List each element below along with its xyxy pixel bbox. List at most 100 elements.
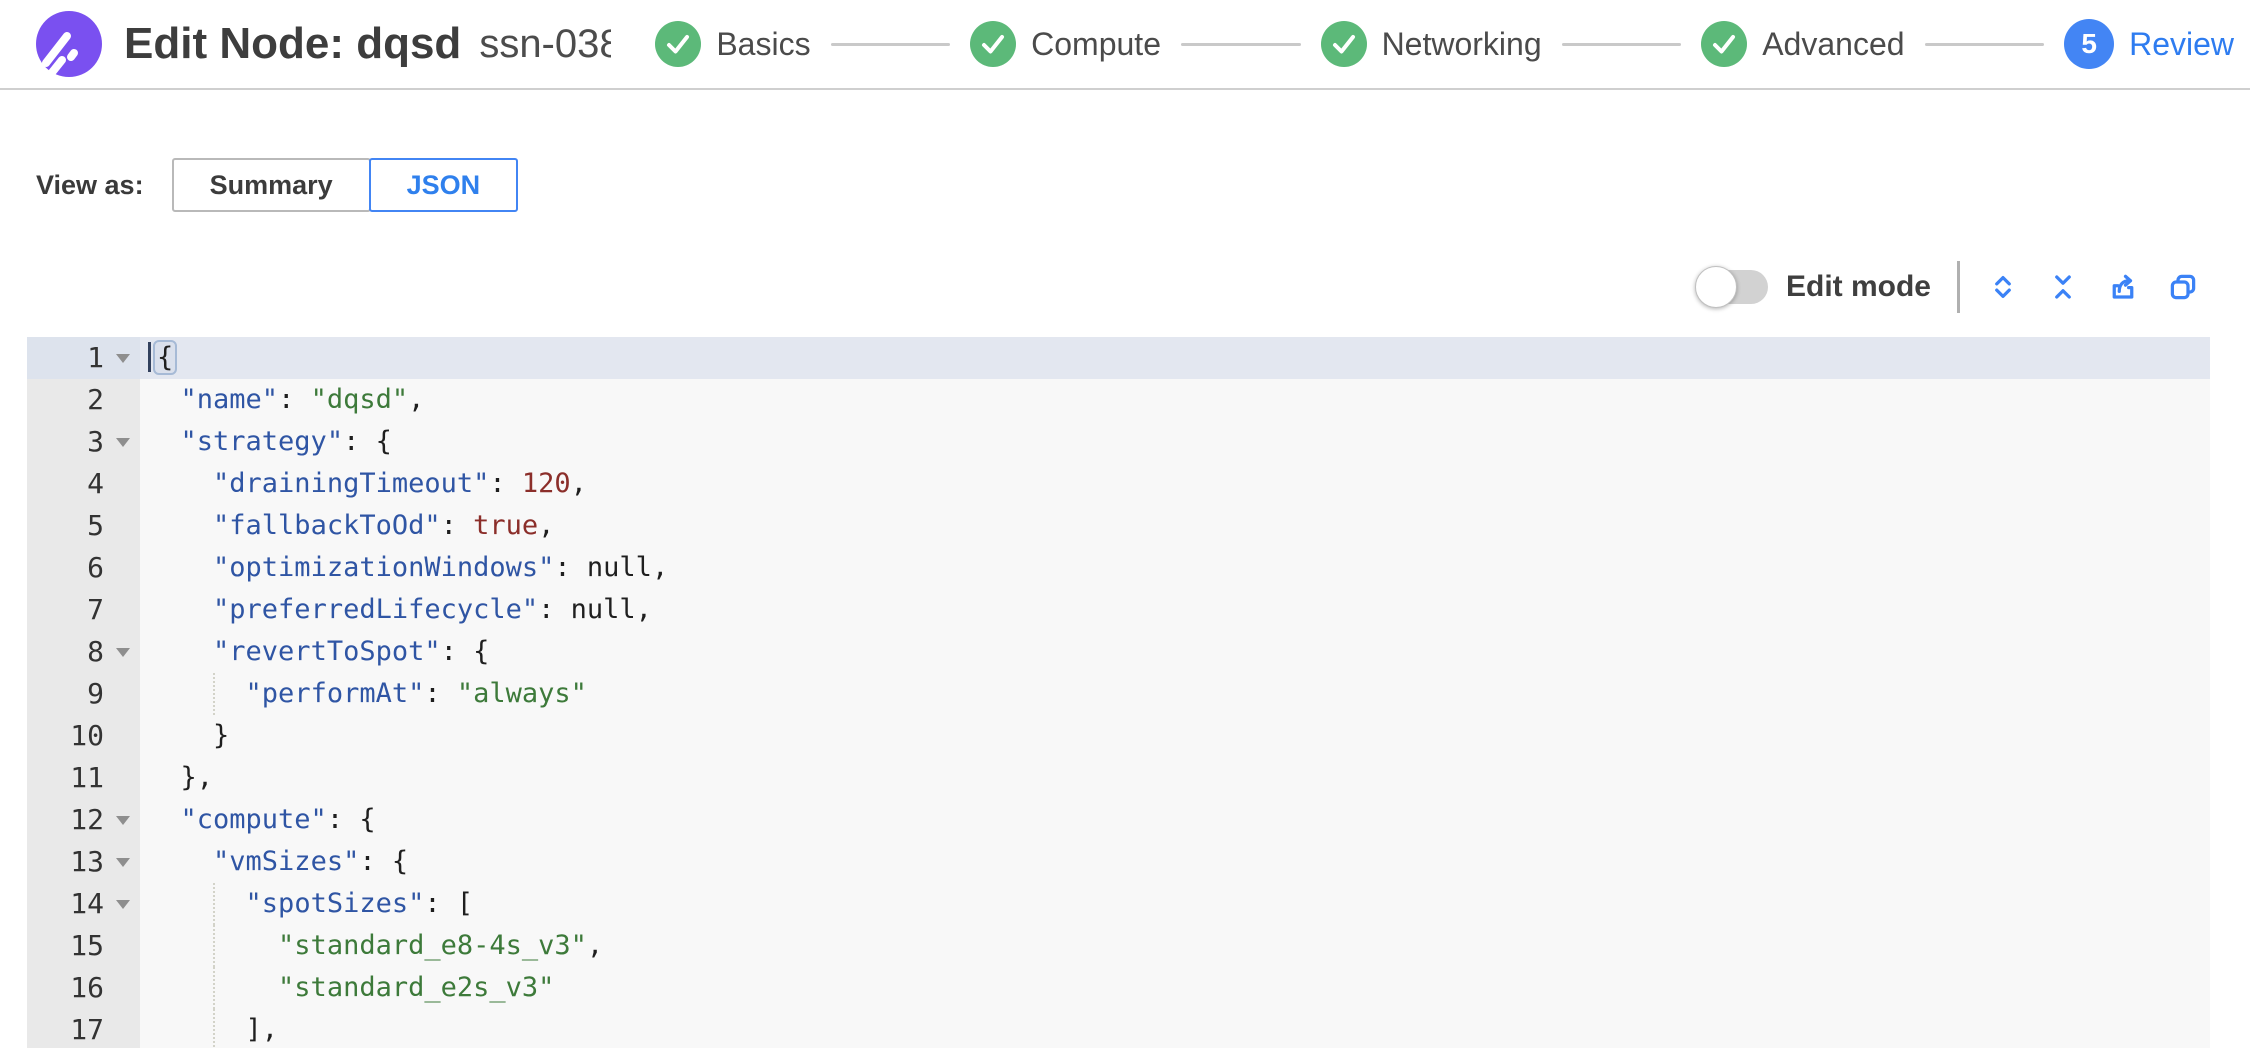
code-line-13[interactable]: "vmSizes": { xyxy=(213,846,409,877)
fold-arrow-icon[interactable] xyxy=(116,858,130,867)
check-icon xyxy=(1320,21,1367,67)
fold-arrow-icon[interactable] xyxy=(116,900,130,909)
gutter-line-2[interactable]: 2 xyxy=(27,379,140,421)
export-icon[interactable] xyxy=(2106,270,2140,304)
line-number: 14 xyxy=(70,887,104,920)
gutter-line-17[interactable]: 17 xyxy=(27,1009,140,1048)
check-icon xyxy=(1701,21,1748,67)
gutter-line-13[interactable]: 13 xyxy=(27,841,140,883)
step-connector xyxy=(1180,42,1301,46)
step-label: Review xyxy=(2129,25,2235,62)
indent-guide xyxy=(213,673,215,715)
indent-guide xyxy=(213,883,215,925)
fold-arrow-icon[interactable] xyxy=(116,816,130,825)
toolbar-divider xyxy=(1957,261,1960,313)
gutter-line-16[interactable]: 16 xyxy=(27,967,140,1009)
json-tab-button[interactable]: JSON xyxy=(368,158,519,212)
gutter-line-9[interactable]: 9 xyxy=(27,673,140,715)
line-number: 9 xyxy=(87,677,104,710)
line-number: 7 xyxy=(87,593,104,626)
line-number: 4 xyxy=(87,467,104,500)
edit-mode-toggle[interactable] xyxy=(1694,266,1768,308)
code-line-8[interactable]: "revertToSpot": { xyxy=(213,636,490,667)
code-line-10[interactable]: } xyxy=(148,720,230,751)
code-line-17[interactable]: ], xyxy=(140,1009,2210,1048)
line-number: 6 xyxy=(87,551,104,584)
summary-tab-button[interactable]: Summary xyxy=(171,158,371,212)
code-line-11[interactable]: }, xyxy=(148,762,214,793)
gutter-line-15[interactable]: 15 xyxy=(27,925,140,967)
expand-icon[interactable] xyxy=(1986,270,2020,304)
gutter-line-11[interactable]: 11 xyxy=(27,757,140,799)
line-number: 17 xyxy=(70,1013,104,1046)
step-number-badge: 5 xyxy=(2064,19,2115,69)
line-number: 8 xyxy=(87,635,104,668)
check-icon xyxy=(655,21,702,67)
fold-arrow-icon[interactable] xyxy=(116,438,130,447)
line-number: 3 xyxy=(87,425,104,458)
line-number: 10 xyxy=(70,719,104,752)
gutter-line-14[interactable]: 14 xyxy=(27,883,140,925)
code-line-6[interactable]: "optimizationWindows": null, xyxy=(213,552,669,583)
code-line-14[interactable]: "spotSizes": [ xyxy=(140,883,2210,925)
code-line-12[interactable]: "compute": { xyxy=(180,804,376,835)
indent-guide xyxy=(213,925,215,967)
step-label: Advanced xyxy=(1762,25,1905,62)
step-compute[interactable]: Compute xyxy=(970,21,1161,67)
page-title: Edit Node: dqsd xyxy=(124,19,462,68)
gutter-line-3[interactable]: 3 xyxy=(27,421,140,463)
step-label: Networking xyxy=(1381,25,1542,62)
gutter-line-4[interactable]: 4 xyxy=(27,463,140,505)
line-number: 2 xyxy=(87,383,104,416)
node-id: ssn-038 xyxy=(479,21,612,66)
spot-logo-icon xyxy=(36,11,102,79)
gutter-line-7[interactable]: 7 xyxy=(27,589,140,631)
edit-mode-label: Edit mode xyxy=(1785,270,1931,303)
text-cursor xyxy=(148,341,151,372)
code-line-4[interactable]: "drainingTimeout": 120, xyxy=(213,468,587,499)
line-number: 15 xyxy=(70,929,104,962)
step-basics[interactable]: Basics xyxy=(655,21,811,67)
line-number: 1 xyxy=(87,341,104,374)
code-line-1[interactable]: { xyxy=(140,337,2210,379)
code-line-9[interactable]: "performAt": "always" xyxy=(140,673,2210,715)
gutter-line-12[interactable]: 12 xyxy=(27,799,140,841)
step-label: Compute xyxy=(1031,25,1161,62)
bracket-match-highlight: { xyxy=(153,340,178,375)
code-line-15[interactable]: "standard_e8-4s_v3", xyxy=(140,925,2210,967)
code-line-2[interactable]: "name": "dqsd", xyxy=(180,384,425,415)
step-label: Basics xyxy=(716,25,811,62)
copy-icon[interactable] xyxy=(2166,270,2200,304)
gutter-line-1[interactable]: 1 xyxy=(27,337,140,379)
line-number: 11 xyxy=(70,761,104,794)
view-as-row: View as: Summary JSON xyxy=(36,158,519,212)
code-line-7[interactable]: "preferredLifecycle": null, xyxy=(213,594,652,625)
wizard-header: Edit Node: dqsd ssn-038 Basics Compute N… xyxy=(0,0,2250,90)
gutter-line-5[interactable]: 5 xyxy=(27,505,140,547)
indent-guide xyxy=(213,967,215,1009)
line-number: 16 xyxy=(70,971,104,1004)
toggle-knob xyxy=(1694,266,1737,308)
gutter-line-8[interactable]: 8 xyxy=(27,631,140,673)
step-connector xyxy=(1561,42,1682,46)
code-line-3[interactable]: "strategy": { xyxy=(180,426,392,457)
wizard-steps: Basics Compute Networking Advanced xyxy=(655,19,2250,69)
step-advanced[interactable]: Advanced xyxy=(1701,21,1905,67)
step-connector xyxy=(1924,42,2045,46)
fold-arrow-icon[interactable] xyxy=(116,648,130,657)
code-line-16[interactable]: "standard_e2s_v3" xyxy=(140,967,2210,1009)
code-line-5[interactable]: "fallbackToOd": true, xyxy=(213,510,555,541)
editor-toolbar: Edit mode xyxy=(1694,261,2200,313)
gutter-line-10[interactable]: 10 xyxy=(27,715,140,757)
fold-arrow-icon[interactable] xyxy=(116,354,130,363)
step-connector xyxy=(830,42,951,46)
step-review[interactable]: 5 Review xyxy=(2064,19,2234,69)
check-icon xyxy=(970,21,1017,67)
indent-guide xyxy=(213,1009,215,1048)
collapse-icon[interactable] xyxy=(2046,270,2080,304)
gutter-line-6[interactable]: 6 xyxy=(27,547,140,589)
editor-code-area[interactable]: { "name": "dqsd", "strategy": { "drainin… xyxy=(140,337,2210,1048)
step-networking[interactable]: Networking xyxy=(1320,21,1542,67)
